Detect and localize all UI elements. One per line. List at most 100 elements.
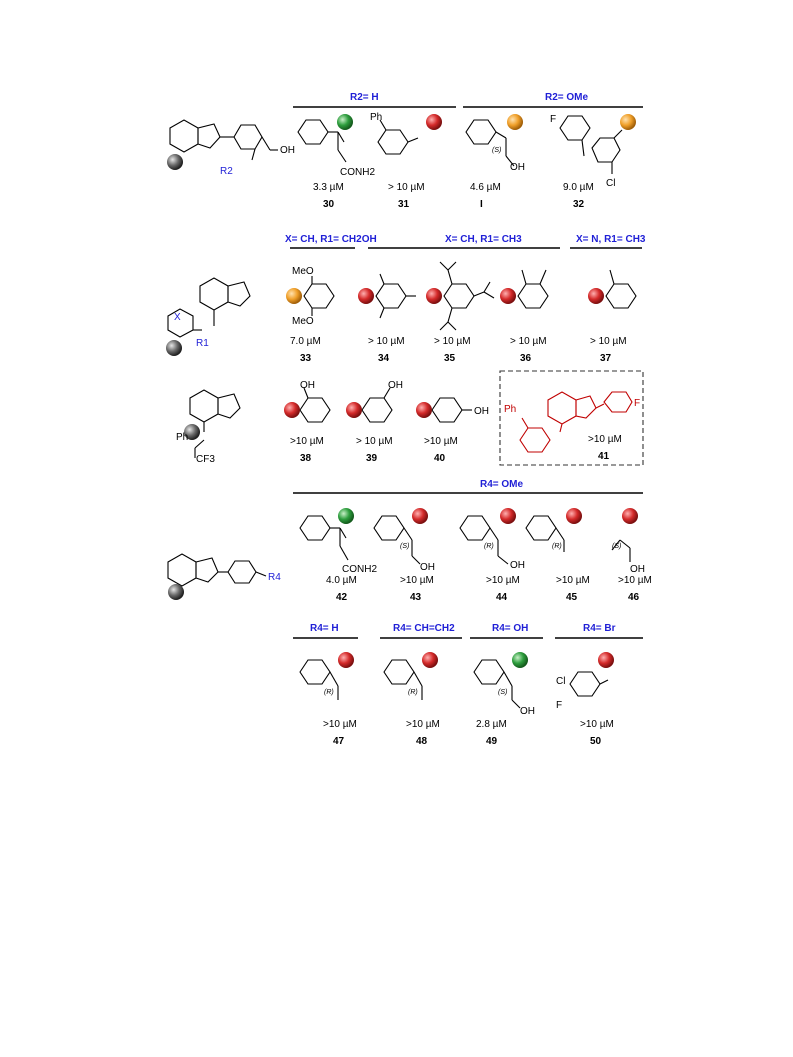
- compound-id-38: 38: [300, 453, 312, 464]
- fragment-31: [377, 119, 419, 155]
- ball-red-39: [346, 402, 362, 418]
- fragment-48: [383, 659, 423, 700]
- compound-value-47: >10 µM: [323, 719, 357, 730]
- fragment-32: [559, 115, 623, 174]
- compound-id-34: 34: [378, 353, 390, 364]
- compound-value-32: 9.0 µM: [563, 182, 594, 193]
- compound-value-36: > 10 µM: [510, 336, 547, 347]
- compound-value-37: > 10 µM: [590, 336, 627, 347]
- core-structure-1: [169, 119, 278, 161]
- compound-value-34: > 10 µM: [368, 336, 405, 347]
- label-meo-33b: MeO: [292, 316, 314, 327]
- label-cl-32: Cl: [606, 178, 615, 189]
- fragment-46: [611, 539, 631, 562]
- ball-orange-33: [286, 288, 302, 304]
- fragment-45: [525, 515, 565, 552]
- compound-id-33: 33: [300, 353, 312, 364]
- header-r4-oh: R4= OH: [492, 623, 528, 634]
- fragment-I: [465, 119, 515, 167]
- compound-value-42: 4.0 µM: [326, 575, 357, 586]
- label-meo-33a: MeO: [292, 266, 314, 277]
- ball-red-34: [358, 288, 374, 304]
- core-label-r2: R2: [220, 166, 233, 177]
- fragment-41: [519, 391, 633, 453]
- compound-id-32: 32: [573, 199, 585, 210]
- core-label-r1: R1: [196, 338, 209, 349]
- substituent-balls: [166, 114, 638, 668]
- core-label-oh: OH: [280, 145, 295, 156]
- label-f-50: F: [556, 700, 562, 711]
- compound-id-48: 48: [416, 736, 428, 747]
- ball-green-30: [337, 114, 353, 130]
- compound-value-40: >10 µM: [424, 436, 458, 447]
- core-label-ph: Ph: [176, 432, 188, 443]
- compound-id-40: 40: [434, 453, 446, 464]
- ball-red-40: [416, 402, 432, 418]
- header-r2-ome: R2= OMe: [545, 92, 589, 103]
- fragment-35: [439, 261, 495, 331]
- header-x-ch-ch2oh: X= CH, R1= CH2OH: [285, 234, 377, 245]
- fragment-39: [361, 387, 393, 423]
- core-label-cf3: CF3: [196, 454, 215, 465]
- compound-id-31: 31: [398, 199, 410, 210]
- compound-id-49: 49: [486, 736, 498, 747]
- label-oh-44: OH: [510, 560, 525, 571]
- compound-id-I: I: [480, 199, 483, 210]
- label-oh-49: OH: [520, 706, 535, 717]
- ball-red-36: [500, 288, 516, 304]
- structures-layer: [167, 106, 644, 709]
- ball-red-43: [412, 508, 428, 524]
- label-ph-31: Ph: [370, 112, 382, 123]
- fragment-44: [459, 515, 509, 565]
- text-layer: R2= H R2= OMe X= CH, R1= CH2OH X= CH, R1…: [174, 92, 646, 717]
- compound-value-44: >10 µM: [486, 575, 520, 586]
- label-ph-41: Ph: [504, 404, 516, 415]
- fragment-36: [517, 269, 549, 309]
- ball-grey-core-4: [168, 584, 184, 600]
- compound-value-43: >10 µM: [400, 575, 434, 586]
- core-structure-4: [167, 553, 267, 587]
- ball-red-47: [338, 652, 354, 668]
- compound-id-46: 46: [628, 592, 640, 603]
- fragment-42: [299, 515, 349, 561]
- compound-value-49: 2.8 µM: [476, 719, 507, 730]
- compound-value-45: >10 µM: [556, 575, 590, 586]
- fragment-30: [297, 119, 347, 163]
- header-r2-h: R2= H: [350, 92, 379, 103]
- fragment-47: [299, 659, 339, 700]
- core-label-x: X: [174, 312, 181, 323]
- ball-red-44: [500, 508, 516, 524]
- compound-value-48: >10 µM: [406, 719, 440, 730]
- header-rules: [290, 106, 643, 639]
- header-r4-h: R4= H: [310, 623, 339, 634]
- header-r4-ome: R4= OMe: [480, 479, 524, 490]
- ball-red-38: [284, 402, 300, 418]
- label-cl-50: Cl: [556, 676, 565, 687]
- compound-id-35: 35: [444, 353, 456, 364]
- compound-id-50: 50: [590, 736, 602, 747]
- ball-red-35: [426, 288, 442, 304]
- stereo-46: (S): [612, 543, 621, 550]
- compound-value-31: > 10 µM: [388, 182, 425, 193]
- ball-red-37: [588, 288, 604, 304]
- compound-value-41: >10 µM: [588, 434, 622, 445]
- compound-value-35: > 10 µM: [434, 336, 471, 347]
- fragment-38: [299, 387, 331, 423]
- label-f-32: F: [550, 114, 556, 125]
- ball-red-50: [598, 652, 614, 668]
- label-f-41: F: [634, 398, 640, 409]
- ball-red-48: [422, 652, 438, 668]
- compound-value-46: >10 µM: [618, 575, 652, 586]
- fragment-34: [375, 273, 416, 319]
- compound-value-I: 4.6 µM: [470, 182, 501, 193]
- ball-red-46: [622, 508, 638, 524]
- compound-value-50: >10 µM: [580, 719, 614, 730]
- header-x-n-ch3: X= N, R1= CH3: [576, 234, 646, 245]
- ball-orange-I: [507, 114, 523, 130]
- stereo-49: (S): [498, 689, 507, 696]
- core-structure-2: [167, 277, 251, 338]
- label-oh-43: OH: [420, 562, 435, 573]
- label-oh-46: OH: [630, 564, 645, 575]
- compound-id-42: 42: [336, 592, 348, 603]
